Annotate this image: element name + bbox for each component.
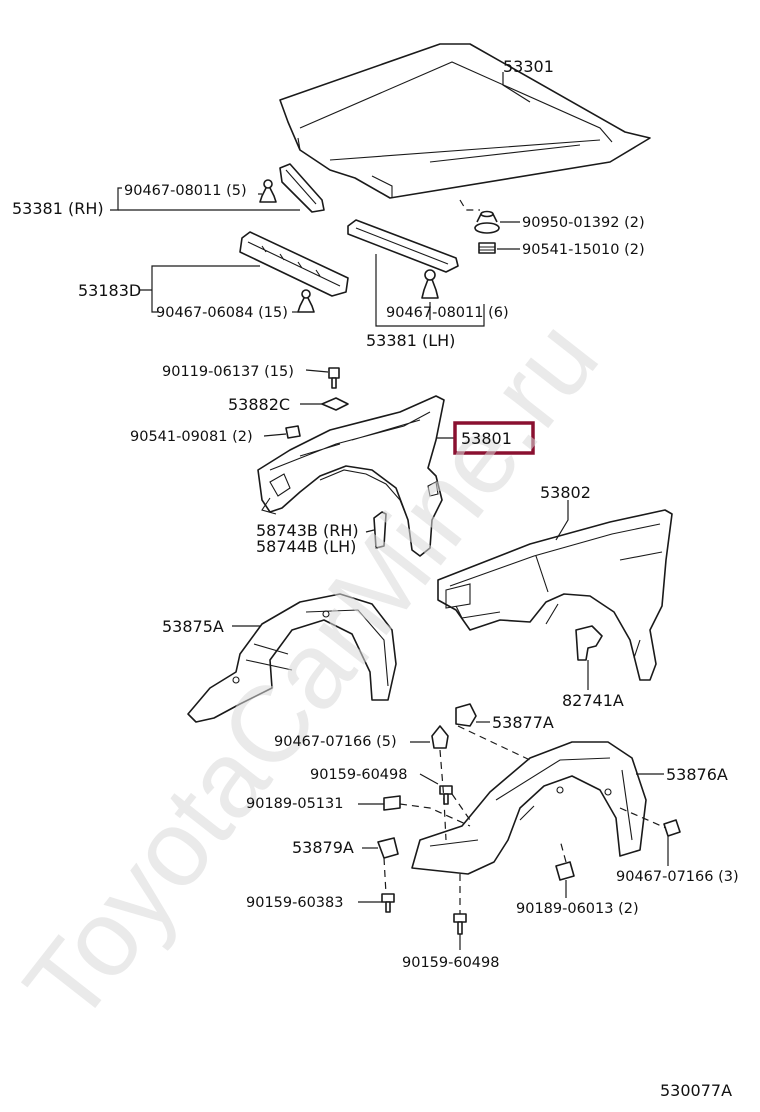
watermark: ToyotaCarMine.ru	[1, 298, 621, 1044]
hood-cushion-icon	[474, 210, 500, 234]
clip-90189-06013-icon	[555, 861, 575, 881]
clip-90467-08011-5-icon	[259, 179, 277, 203]
label-90541-09081[interactable]: 90541-09081 (2)	[130, 429, 253, 445]
clip-90467-07166-5-icon	[431, 725, 449, 749]
leader-53381-lh	[375, 254, 485, 327]
dash-lines	[383, 725, 667, 914]
label-58743b[interactable]: 58743B (RH)	[256, 521, 359, 540]
hood-stop-icon	[478, 242, 496, 254]
screw-90159-60498-b-icon	[453, 913, 467, 935]
bracket-53877a-icon	[455, 703, 477, 727]
fender-53801-part[interactable]	[257, 395, 445, 557]
hood-seal-rh-part[interactable]	[279, 163, 325, 213]
screw-90159-60383-icon	[381, 893, 395, 913]
leader-53183d	[140, 265, 260, 313]
hood-part[interactable]	[279, 43, 651, 199]
label-53183d[interactable]: 53183D	[78, 281, 141, 300]
liner-53875a-part[interactable]	[187, 593, 397, 723]
label-90541-15010[interactable]: 90541-15010 (2)	[522, 242, 645, 258]
leader-53802	[555, 500, 569, 541]
leader-58743b	[365, 529, 375, 533]
cushion-90541-09081-icon	[285, 425, 301, 439]
bracket-53879a-icon	[377, 837, 399, 859]
label-58744b[interactable]: 58744B (LH)	[256, 537, 356, 556]
fender-53802-part[interactable]	[437, 509, 673, 681]
label-53875a[interactable]: 53875A	[162, 617, 224, 636]
highlight-box-53801	[453, 421, 535, 455]
leader-90541-09081	[263, 433, 287, 437]
label-53801[interactable]: 53801	[461, 429, 512, 448]
clip-90189-05131-icon	[383, 795, 401, 811]
molding-58743b-icon	[373, 511, 387, 549]
label-53802[interactable]: 53802	[540, 483, 591, 502]
label-53877a[interactable]: 53877A	[492, 713, 554, 732]
label-90189-05131[interactable]: 90189-05131	[246, 796, 344, 812]
label-53882c[interactable]: 53882C	[228, 395, 290, 414]
leader-90119	[305, 369, 329, 373]
leader-53301	[502, 72, 531, 103]
leader-60498-a	[419, 773, 439, 785]
liner-53876a-part[interactable]	[411, 741, 647, 875]
screw-90159-60498-a-icon	[439, 785, 453, 805]
label-90189-06013[interactable]: 90189-06013 (2)	[516, 901, 639, 917]
label-53381-rh[interactable]: 53381 (RH)	[12, 199, 104, 218]
label-90159-60498-b[interactable]: 90159-60498	[402, 955, 500, 971]
label-90467-06084[interactable]: 90467-06084 (15)	[156, 305, 288, 321]
clip-90467-08011-6-icon	[421, 269, 439, 299]
label-90159-60383[interactable]: 90159-60383	[246, 895, 344, 911]
nut-53882c-icon	[321, 397, 349, 411]
label-82741a[interactable]: 82741A	[562, 691, 624, 710]
hood-seal-53183d-part[interactable]	[239, 231, 349, 297]
label-90467-08011-6[interactable]: 90467-08011 (6)	[386, 305, 509, 321]
hood-seal-lh-part[interactable]	[347, 219, 459, 273]
leader-53381-rh	[110, 187, 122, 211]
clip-90467-07166-3-icon	[663, 819, 681, 837]
diagram-code: 530077A	[660, 1081, 732, 1100]
label-90950-01392[interactable]: 90950-01392 (2)	[522, 215, 645, 231]
label-90159-60498-a[interactable]: 90159-60498	[310, 767, 408, 783]
dash-cushion	[459, 199, 480, 211]
clip-90467-06084-icon	[297, 289, 315, 313]
label-53381-lh[interactable]: 53381 (LH)	[366, 331, 455, 350]
label-90119-06137[interactable]: 90119-06137 (15)	[162, 364, 294, 380]
label-90467-07166-3[interactable]: 90467-07166 (3)	[616, 869, 739, 885]
bracket-82741a-icon	[575, 625, 603, 661]
bolt-90119-06137-icon	[328, 367, 340, 389]
label-53879a[interactable]: 53879A	[292, 838, 354, 857]
label-53301[interactable]: 53301	[503, 57, 554, 76]
label-90467-07166-5[interactable]: 90467-07166 (5)	[274, 734, 397, 750]
label-90467-08011-5[interactable]: 90467-08011 (5)	[124, 183, 247, 199]
label-53876a[interactable]: 53876A	[666, 765, 728, 784]
